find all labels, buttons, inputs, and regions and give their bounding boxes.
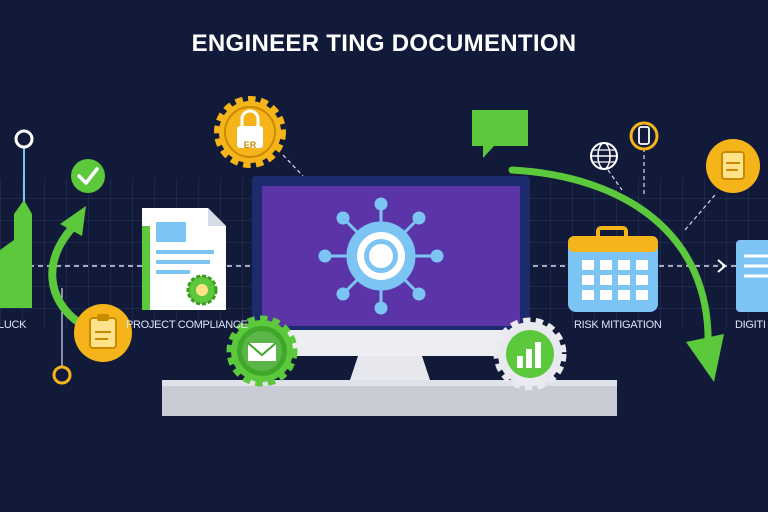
pole-ring-top	[14, 129, 34, 149]
envelope-gear-icon	[226, 315, 298, 387]
label-risk-mitigation: RISK MITIGATION	[574, 319, 662, 331]
phone-pin-icon	[629, 121, 659, 151]
left-curve-arrow	[48, 224, 82, 326]
document-seal-center	[196, 284, 208, 296]
network-hub-icon	[318, 197, 444, 315]
sweep-arrow	[508, 166, 712, 352]
document-side-bar	[142, 226, 150, 310]
chat-bubble-icon	[472, 110, 528, 158]
lock-gear-icon	[214, 96, 286, 168]
label-project-compliance: PROJECT COMPLIANCE	[126, 319, 248, 331]
clipboard-tr-body	[721, 151, 745, 180]
document-fold	[208, 208, 226, 226]
label-digital: DIGITI	[735, 319, 766, 331]
pole-ring-bottom	[52, 365, 72, 385]
bar-chart-gear-icon	[493, 317, 567, 391]
clipboard-clip	[97, 314, 109, 321]
check-mark	[77, 167, 99, 185]
globe-icon	[590, 142, 618, 170]
label-left: LUCK	[0, 319, 27, 331]
calendar-grid	[582, 260, 648, 300]
connector-lock	[282, 154, 304, 177]
flow-arrow-3	[717, 259, 727, 273]
left-tower	[0, 200, 32, 308]
phone-shape	[638, 126, 650, 145]
sweep-arrowhead	[686, 334, 724, 382]
connector-clipboard	[684, 194, 716, 231]
left-curve-arrowhead	[60, 206, 86, 236]
calendar-header	[568, 236, 658, 252]
lock-badge-text: ER	[244, 140, 257, 150]
check-circle-icon	[71, 159, 105, 193]
page-title: ENGINEER TING DOCUMENTION	[191, 30, 577, 57]
document-image	[156, 222, 186, 242]
